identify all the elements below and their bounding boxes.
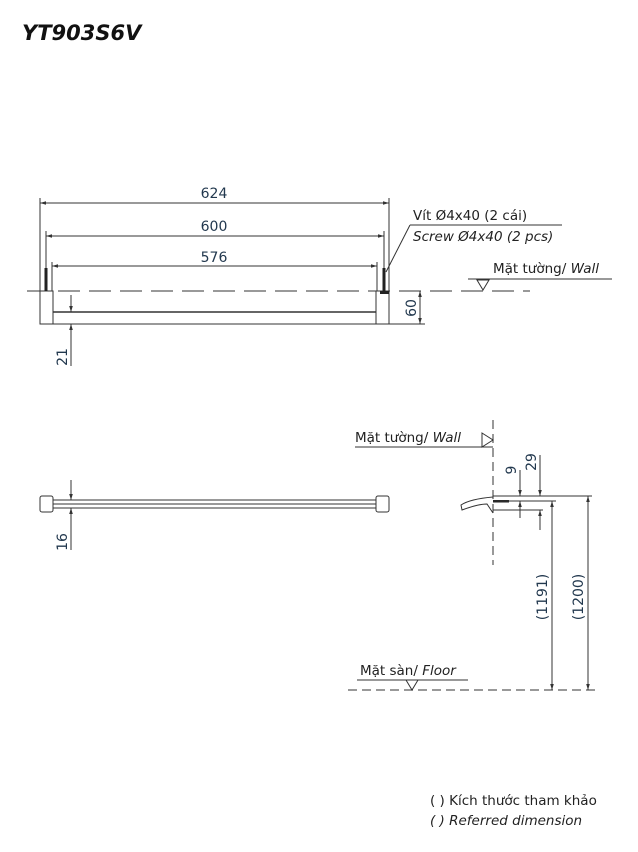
dim-576: 576: [201, 250, 228, 266]
right-bracket: [375, 290, 390, 325]
wall-label-side: Mặt tường/ Wall: [355, 430, 461, 446]
dim-1191: (1191): [535, 574, 551, 621]
dim-1200: (1200): [571, 574, 587, 621]
dim-624: 624: [201, 186, 228, 202]
screw-icon: [44, 268, 48, 291]
dim-600: 600: [201, 219, 228, 235]
bar-profile: [460, 496, 494, 514]
wall-label: Mặt tường/ Wall: [493, 261, 599, 277]
screw-label-vi: Vít Ø4x40 (2 cái): [413, 208, 527, 224]
wall-marker-icon: [476, 279, 490, 291]
dim-29: 29: [524, 453, 540, 471]
dim-16: 16: [55, 533, 71, 551]
left-bracket: [39, 290, 54, 325]
side-view: Mặt tường/ Wall 9 29 (1191) (1200) Mặt s…: [348, 420, 600, 691]
note-en: ( ) Referred dimension: [430, 813, 582, 829]
dim-21: 21: [55, 348, 71, 366]
top-view: 624 600 576 Vít Ø4x40 (2 cái) Screw Ø4x4…: [27, 186, 612, 366]
screw-icon: [382, 268, 386, 291]
front-view: 16: [39, 480, 390, 551]
screw-label-en: Screw Ø4x40 (2 pcs): [413, 229, 553, 245]
note-vi: ( ) Kích thước tham khảo: [430, 793, 597, 809]
dim-60: 60: [404, 299, 420, 317]
floor-label: Mặt sàn/ Floor: [360, 663, 457, 679]
model-title: YT903S6V: [22, 21, 143, 45]
dim-9: 9: [504, 466, 520, 475]
floor-marker-icon: [405, 679, 419, 691]
wall-marker-icon: [481, 432, 494, 448]
